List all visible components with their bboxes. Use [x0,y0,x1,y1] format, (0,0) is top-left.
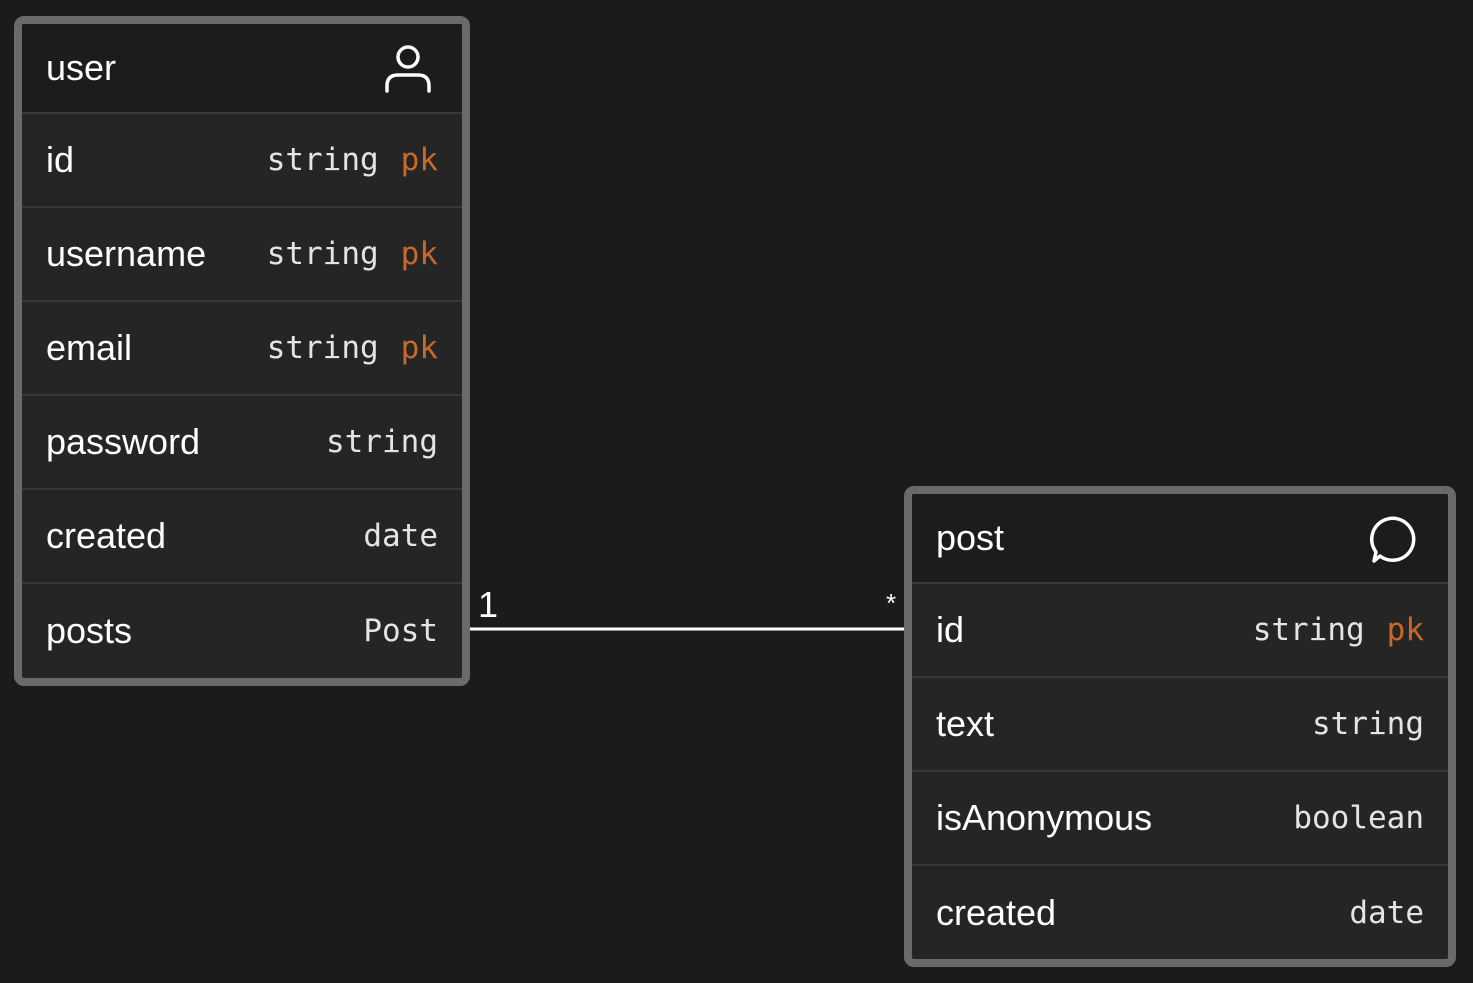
entity-post-header[interactable]: post [912,494,1448,584]
user-field-posts[interactable]: posts Post [22,584,462,678]
user-field-username[interactable]: username string pk [22,208,462,302]
field-type: string [266,236,379,272]
field-name: isAnonymous [936,797,1153,838]
cardinality-one: 1 [478,584,499,625]
chat-bubble-icon [1369,516,1416,563]
field-name: id [936,609,965,650]
post-field-created[interactable]: created date [912,866,1448,959]
field-name: text [936,703,995,744]
field-type: string [266,142,379,178]
field-type: string [266,330,379,366]
field-type: date [1349,895,1424,931]
user-field-created[interactable]: created date [22,490,462,584]
field-name: posts [46,610,133,651]
entity-user[interactable]: user id string pk username string pk email… [14,16,470,686]
post-field-text[interactable]: text string [912,678,1448,772]
entity-user-title: user [46,47,117,88]
field-name: username [46,233,207,274]
field-name: id [46,139,75,180]
primary-key-badge: pk [400,142,438,178]
field-type: string [1312,706,1424,742]
field-type: string [326,424,438,460]
field-type: Post [363,613,438,649]
primary-key-badge: pk [1386,612,1424,648]
field-type: string [1252,612,1365,648]
field-name: created [46,515,167,556]
entity-post-title: post [936,517,1005,558]
cardinality-many: * [886,588,897,618]
field-type: boolean [1293,800,1424,836]
entity-post[interactable]: post id string pk text string isAnonymous… [904,486,1456,967]
user-icon [385,45,431,93]
field-name: created [936,892,1057,933]
post-field-isanonymous[interactable]: isAnonymous boolean [912,772,1448,866]
primary-key-badge: pk [400,330,438,366]
field-name: password [46,421,201,462]
primary-key-badge: pk [400,236,438,272]
field-name: email [46,327,133,368]
user-field-email[interactable]: email string pk [22,302,462,396]
user-field-password[interactable]: password string [22,396,462,490]
post-field-id[interactable]: id string pk [912,584,1448,678]
field-type: date [363,518,438,554]
entity-user-header[interactable]: user [22,24,462,114]
user-field-id[interactable]: id string pk [22,114,462,208]
